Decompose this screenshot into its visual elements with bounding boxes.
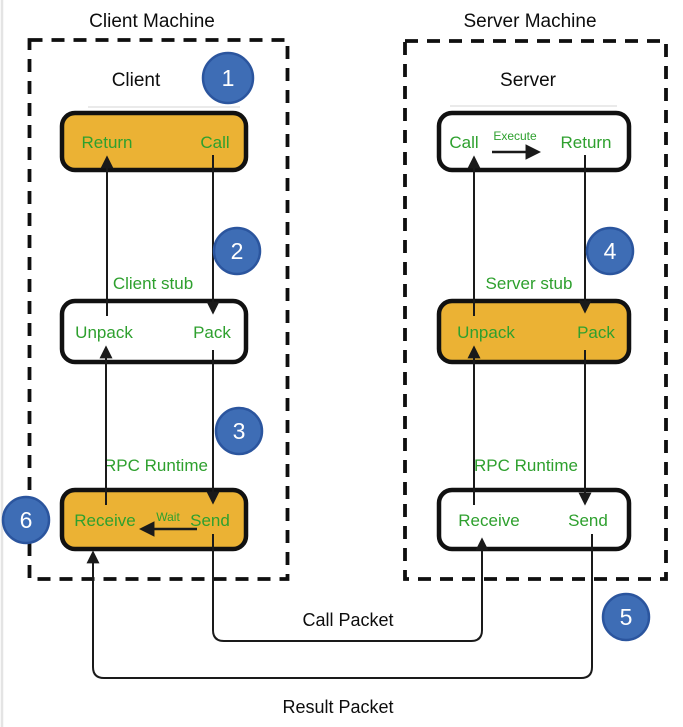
- client-machine-title: Client Machine: [89, 11, 215, 32]
- step-badge-1: 1: [201, 51, 255, 105]
- call-packet-path: [212, 534, 489, 642]
- step-circle-3: [214, 406, 264, 456]
- server-return-label: Return: [560, 133, 611, 152]
- step-badge-5: 5: [601, 592, 651, 642]
- client-machine-boundary: [27, 38, 290, 581]
- client-runtime-box: [59, 487, 249, 552]
- step-number-5: 5: [620, 604, 633, 630]
- server-execute-label: Execute: [493, 129, 537, 143]
- server-label: Server: [500, 70, 557, 91]
- step-badge-4: 4: [585, 226, 635, 276]
- client-stub-title: Client stub: [113, 274, 193, 293]
- server-machine-title: Server Machine: [463, 11, 596, 32]
- client-send-label: Send: [190, 511, 230, 530]
- step-circle-5: [601, 592, 651, 642]
- result-packet-label: Result Packet: [282, 697, 393, 717]
- server-receive-label: Receive: [458, 511, 519, 530]
- call-packet-label: Call Packet: [302, 610, 393, 630]
- client-pack-label: Pack: [193, 323, 231, 342]
- step-badge-2: 2: [212, 226, 262, 276]
- client-call-label: Call: [200, 133, 229, 152]
- server-machine-boundary: [403, 39, 668, 581]
- step-circle-6: [1, 495, 51, 545]
- step-number-4: 4: [604, 238, 617, 264]
- client-label: Client: [112, 70, 161, 91]
- client-unpack-label: Unpack: [75, 323, 133, 342]
- step-badge-3: 3: [214, 406, 264, 456]
- step-circle-4: [585, 226, 635, 276]
- client-return-label: Return: [81, 133, 132, 152]
- step-badge-6: 6: [1, 495, 51, 545]
- client-receive-label: Receive: [74, 511, 135, 530]
- result-packet-path: [86, 534, 593, 679]
- server-stub-title: Server stub: [486, 274, 573, 293]
- server-runtime-title: RPC Runtime: [474, 456, 578, 475]
- client-runtime-title: RPC Runtime: [104, 456, 208, 475]
- server-call-label: Call: [449, 133, 478, 152]
- server-app-box: [436, 110, 632, 173]
- server-send-label: Send: [568, 511, 608, 530]
- step-number-6: 6: [20, 507, 33, 533]
- step-number-1: 1: [222, 65, 235, 91]
- step-number-3: 3: [233, 418, 246, 444]
- step-circle-1: [201, 51, 255, 105]
- server-pack-label: Pack: [577, 323, 615, 342]
- step-circle-2: [212, 226, 262, 276]
- server-unpack-label: Unpack: [457, 323, 515, 342]
- step-number-2: 2: [231, 238, 244, 264]
- server-stub-box: [436, 298, 632, 365]
- client-wait-label: Wait: [156, 510, 180, 524]
